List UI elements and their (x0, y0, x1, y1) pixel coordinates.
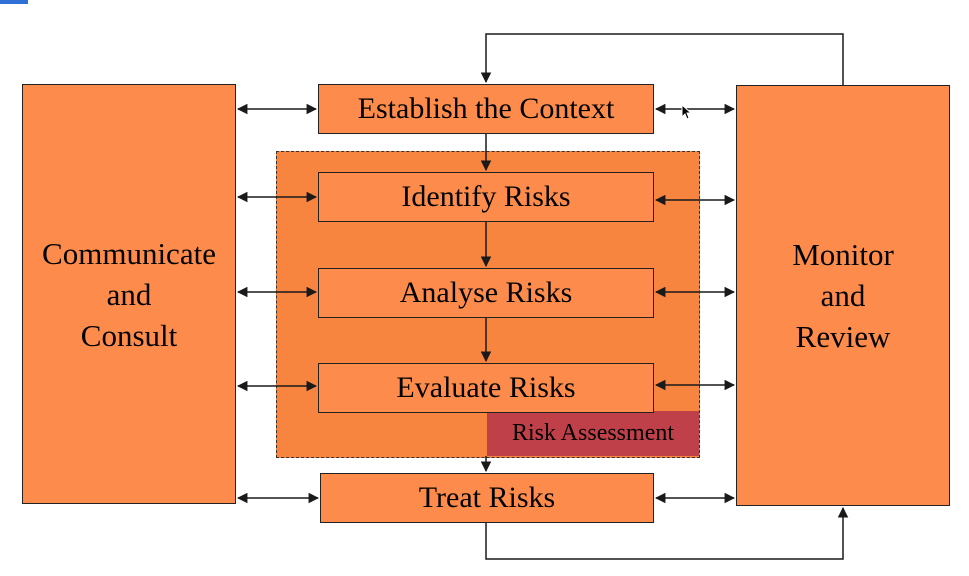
identify-risks-box: Identify Risks (318, 172, 654, 222)
monitor-line: Monitor (792, 237, 894, 272)
treat-risks-box: Treat Risks (320, 473, 654, 523)
review-line: Review (795, 319, 891, 354)
evaluate-risks-box: Evaluate Risks (318, 363, 654, 413)
feedback-loop-bottom (485, 506, 849, 560)
monitor-and-review-box: Monitor and Review (736, 85, 950, 506)
and-line-left: and (106, 276, 152, 312)
consult-line: Consult (80, 317, 178, 353)
and-line-right: and (820, 278, 866, 313)
feedback-loop-top (480, 33, 844, 85)
mouse-cursor-icon (681, 104, 693, 120)
communicate-line: Communicate (42, 235, 216, 271)
risk-assessment-label: Risk Assessment (487, 411, 699, 456)
top-accent-bar (0, 0, 28, 4)
establish-context-box: Establish the Context (318, 84, 654, 134)
communicate-and-consult-box: Communicate and Consult (22, 84, 236, 504)
analyse-risks-box: Analyse Risks (318, 268, 654, 318)
